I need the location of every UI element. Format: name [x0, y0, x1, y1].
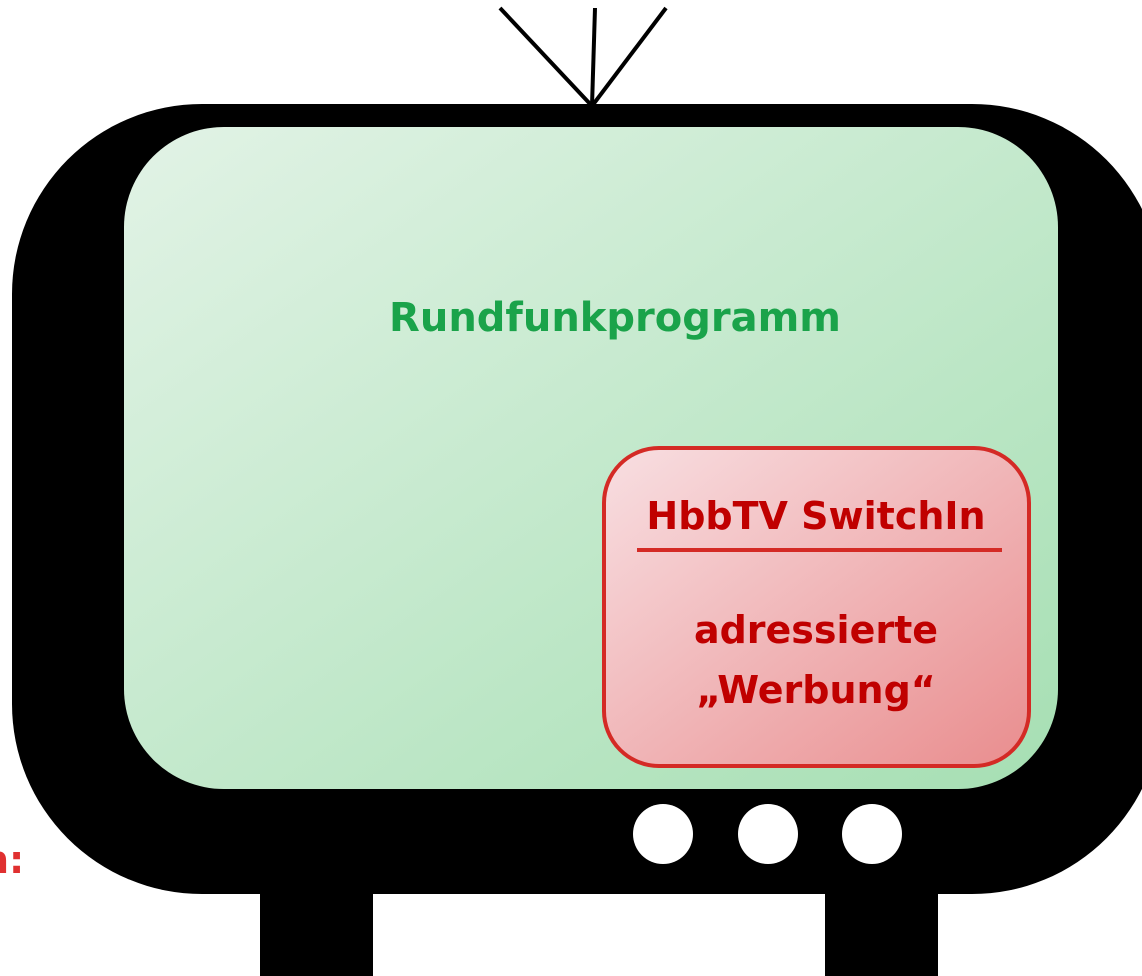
tv-knob-1	[633, 804, 693, 864]
antenna-middle-rod	[590, 7, 597, 107]
broadcast-program-label: Rundfunkprogramm	[389, 295, 841, 341]
addressed-ad-label-line-2: „Werbung“	[696, 668, 936, 712]
tv-leg-left	[260, 880, 373, 976]
antenna-right-rod	[590, 6, 668, 108]
tv-knob-3	[842, 804, 902, 864]
tv-knob-2	[738, 804, 798, 864]
switchin-title: HbbTV SwitchIn	[646, 494, 986, 538]
cropped-edge-text-content: n:	[0, 838, 20, 882]
antenna-left-rod	[498, 6, 594, 108]
addressed-ad-label-line-1: adressierte	[693, 608, 939, 652]
antenna	[498, 6, 668, 108]
cropped-edge-text: n:	[0, 835, 20, 885]
tv-leg-right	[825, 880, 938, 976]
switchin-overlay-box	[602, 446, 1031, 768]
